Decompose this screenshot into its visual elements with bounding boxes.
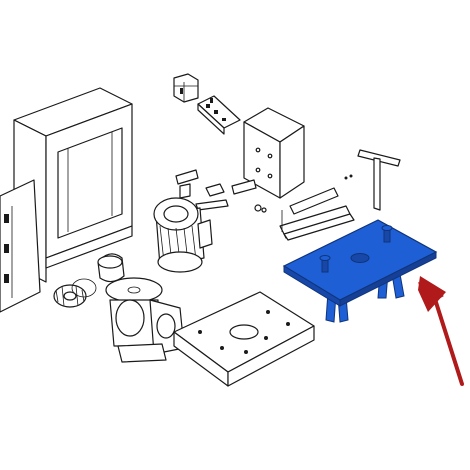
base-plate-part bbox=[173, 291, 315, 387]
control-board-part bbox=[197, 95, 241, 135]
guide-bracket-part bbox=[279, 187, 355, 241]
pinion-gear-part bbox=[53, 278, 97, 308]
junction-box-part bbox=[243, 107, 305, 199]
pointer-arrow-icon bbox=[418, 276, 464, 386]
small-fittings-part bbox=[175, 169, 267, 213]
mounting-plate-highlight[interactable] bbox=[282, 219, 438, 323]
cabinet-side-panel bbox=[0, 179, 41, 313]
capacitor-clamp-part bbox=[97, 253, 125, 283]
gearbox-part bbox=[105, 277, 185, 363]
release-key-part bbox=[344, 149, 401, 211]
transformer-part bbox=[173, 73, 199, 103]
electric-motor-part bbox=[153, 197, 213, 273]
